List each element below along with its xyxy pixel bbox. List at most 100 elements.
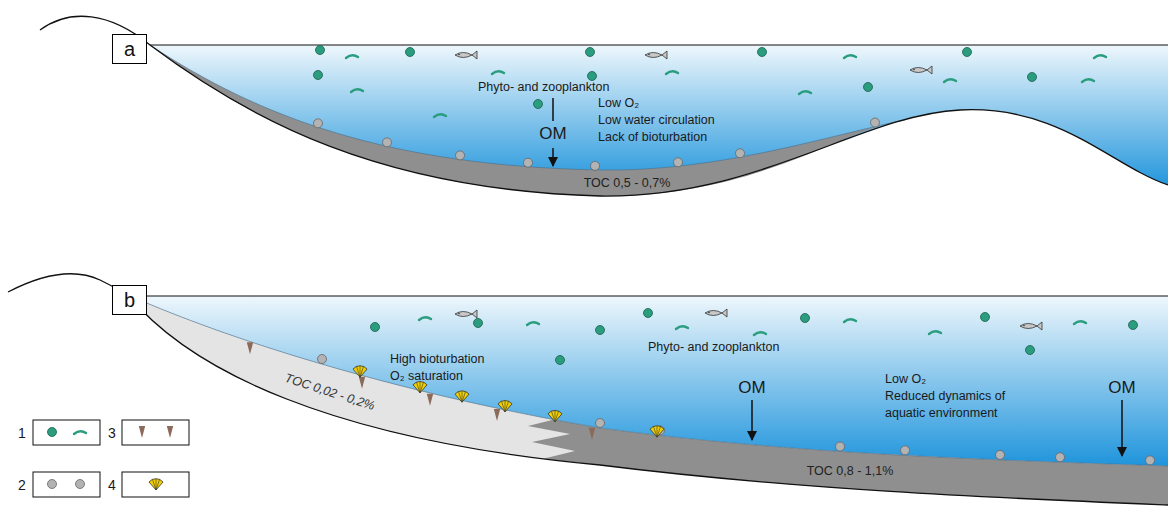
plankton-stroke	[419, 317, 431, 320]
plankton-stroke	[434, 114, 446, 117]
plankton-dot	[963, 48, 972, 57]
gray-dot	[901, 446, 910, 455]
text-label: Low O₂	[598, 96, 639, 110]
text-label: Phyto- and zooplankton	[648, 340, 779, 354]
plankton-dot	[1129, 321, 1138, 330]
shell-symbol	[413, 381, 427, 392]
legend-box	[122, 420, 189, 445]
shell-symbol	[498, 401, 512, 412]
gray-dot	[1146, 456, 1155, 465]
plankton-stroke	[1082, 79, 1094, 82]
basin-outline-b	[8, 274, 1168, 505]
om-arrow	[751, 400, 753, 440]
bioturbation-triangle	[167, 426, 173, 438]
plankton-dot	[586, 48, 595, 57]
water-surface-b	[130, 295, 1168, 296]
text-label: TOC 0,5 - 0,7%	[584, 176, 671, 190]
plankton-dot	[644, 309, 653, 318]
plankton-dot	[48, 428, 57, 437]
gray-dot	[76, 480, 85, 489]
text-label: Low water circulation	[598, 113, 715, 127]
gray-dot	[996, 450, 1005, 459]
gray-dot	[836, 442, 845, 451]
gray-dot	[591, 161, 600, 170]
fish	[455, 310, 477, 318]
text-label: OM	[738, 378, 765, 398]
water-surface-a	[150, 44, 1168, 45]
plankton-stroke	[844, 319, 856, 322]
plankton-dot	[406, 48, 415, 57]
plankton-stroke	[492, 71, 504, 74]
plankton-stroke	[844, 55, 856, 58]
legend-number: 4	[108, 477, 116, 493]
text-label: aquatic environment	[885, 406, 998, 420]
text-label: O₂ saturation	[390, 369, 463, 383]
gray-dot	[871, 118, 880, 127]
panel-letter: b	[124, 290, 135, 310]
panel-letter-box: a	[112, 34, 147, 64]
legend-number: 1	[18, 425, 26, 441]
plankton-stroke	[944, 79, 956, 82]
gray-dot	[1056, 453, 1065, 462]
bioturbation-triangle	[494, 409, 500, 421]
shell-symbol	[149, 479, 163, 490]
plankton-dot	[556, 356, 565, 365]
gray-dot	[456, 151, 465, 160]
plankton-dot	[1026, 346, 1035, 355]
text-label: Low O₂	[885, 372, 926, 386]
legend-box	[122, 472, 189, 497]
om-line	[552, 98, 554, 121]
plankton-dot	[981, 313, 990, 322]
plankton-dot	[534, 100, 543, 109]
plankton-stroke	[1074, 321, 1086, 324]
plankton-stroke	[666, 71, 678, 74]
gray-dot	[314, 119, 323, 128]
bioturbation-triangle	[427, 394, 433, 406]
plankton-dot	[1028, 73, 1037, 82]
legend-box	[33, 472, 100, 497]
fish	[705, 309, 727, 317]
sediment-a	[150, 45, 905, 196]
plankton-stroke	[799, 91, 811, 94]
shell-symbol	[650, 426, 664, 437]
plankton-stroke	[346, 55, 358, 58]
fish	[910, 66, 932, 74]
plankton-stroke	[676, 326, 688, 329]
shell-symbol	[455, 391, 469, 402]
water-a	[150, 45, 1168, 196]
om-arrow	[552, 148, 554, 166]
plankton-stroke	[527, 322, 539, 325]
fish	[645, 51, 667, 59]
text-label: TOC 0,8 - 1,1%	[807, 464, 894, 478]
panel-letter-box: b	[112, 285, 147, 315]
gray-dot	[383, 138, 392, 147]
sediment-top-a	[150, 45, 905, 170]
gray-dot	[524, 158, 533, 167]
plankton-dot	[371, 323, 380, 332]
symbols	[247, 46, 1155, 465]
legend-number: 3	[108, 425, 116, 441]
shell-symbol	[548, 410, 562, 421]
plankton-dot	[801, 314, 810, 323]
gray-dot	[596, 419, 605, 428]
bioturbation-triangle	[359, 377, 365, 389]
gray-dot	[736, 149, 745, 158]
bioturbation-triangle	[589, 428, 595, 440]
gray-dot	[48, 480, 57, 489]
text-label: OM	[539, 124, 566, 144]
fish	[455, 51, 477, 59]
plankton-stroke	[74, 431, 86, 434]
gray-dot	[318, 355, 327, 364]
text-label: OM	[1108, 378, 1135, 398]
shell-symbol	[353, 366, 367, 377]
plankton-dot	[316, 46, 325, 55]
plankton-dot	[314, 71, 323, 80]
legend-box	[33, 420, 100, 445]
plankton-dot	[758, 48, 767, 57]
gray-dot	[674, 158, 683, 167]
basin-outline-a	[40, 16, 1168, 196]
bioturbation-triangle	[139, 426, 145, 438]
legend-number: 2	[18, 477, 26, 493]
